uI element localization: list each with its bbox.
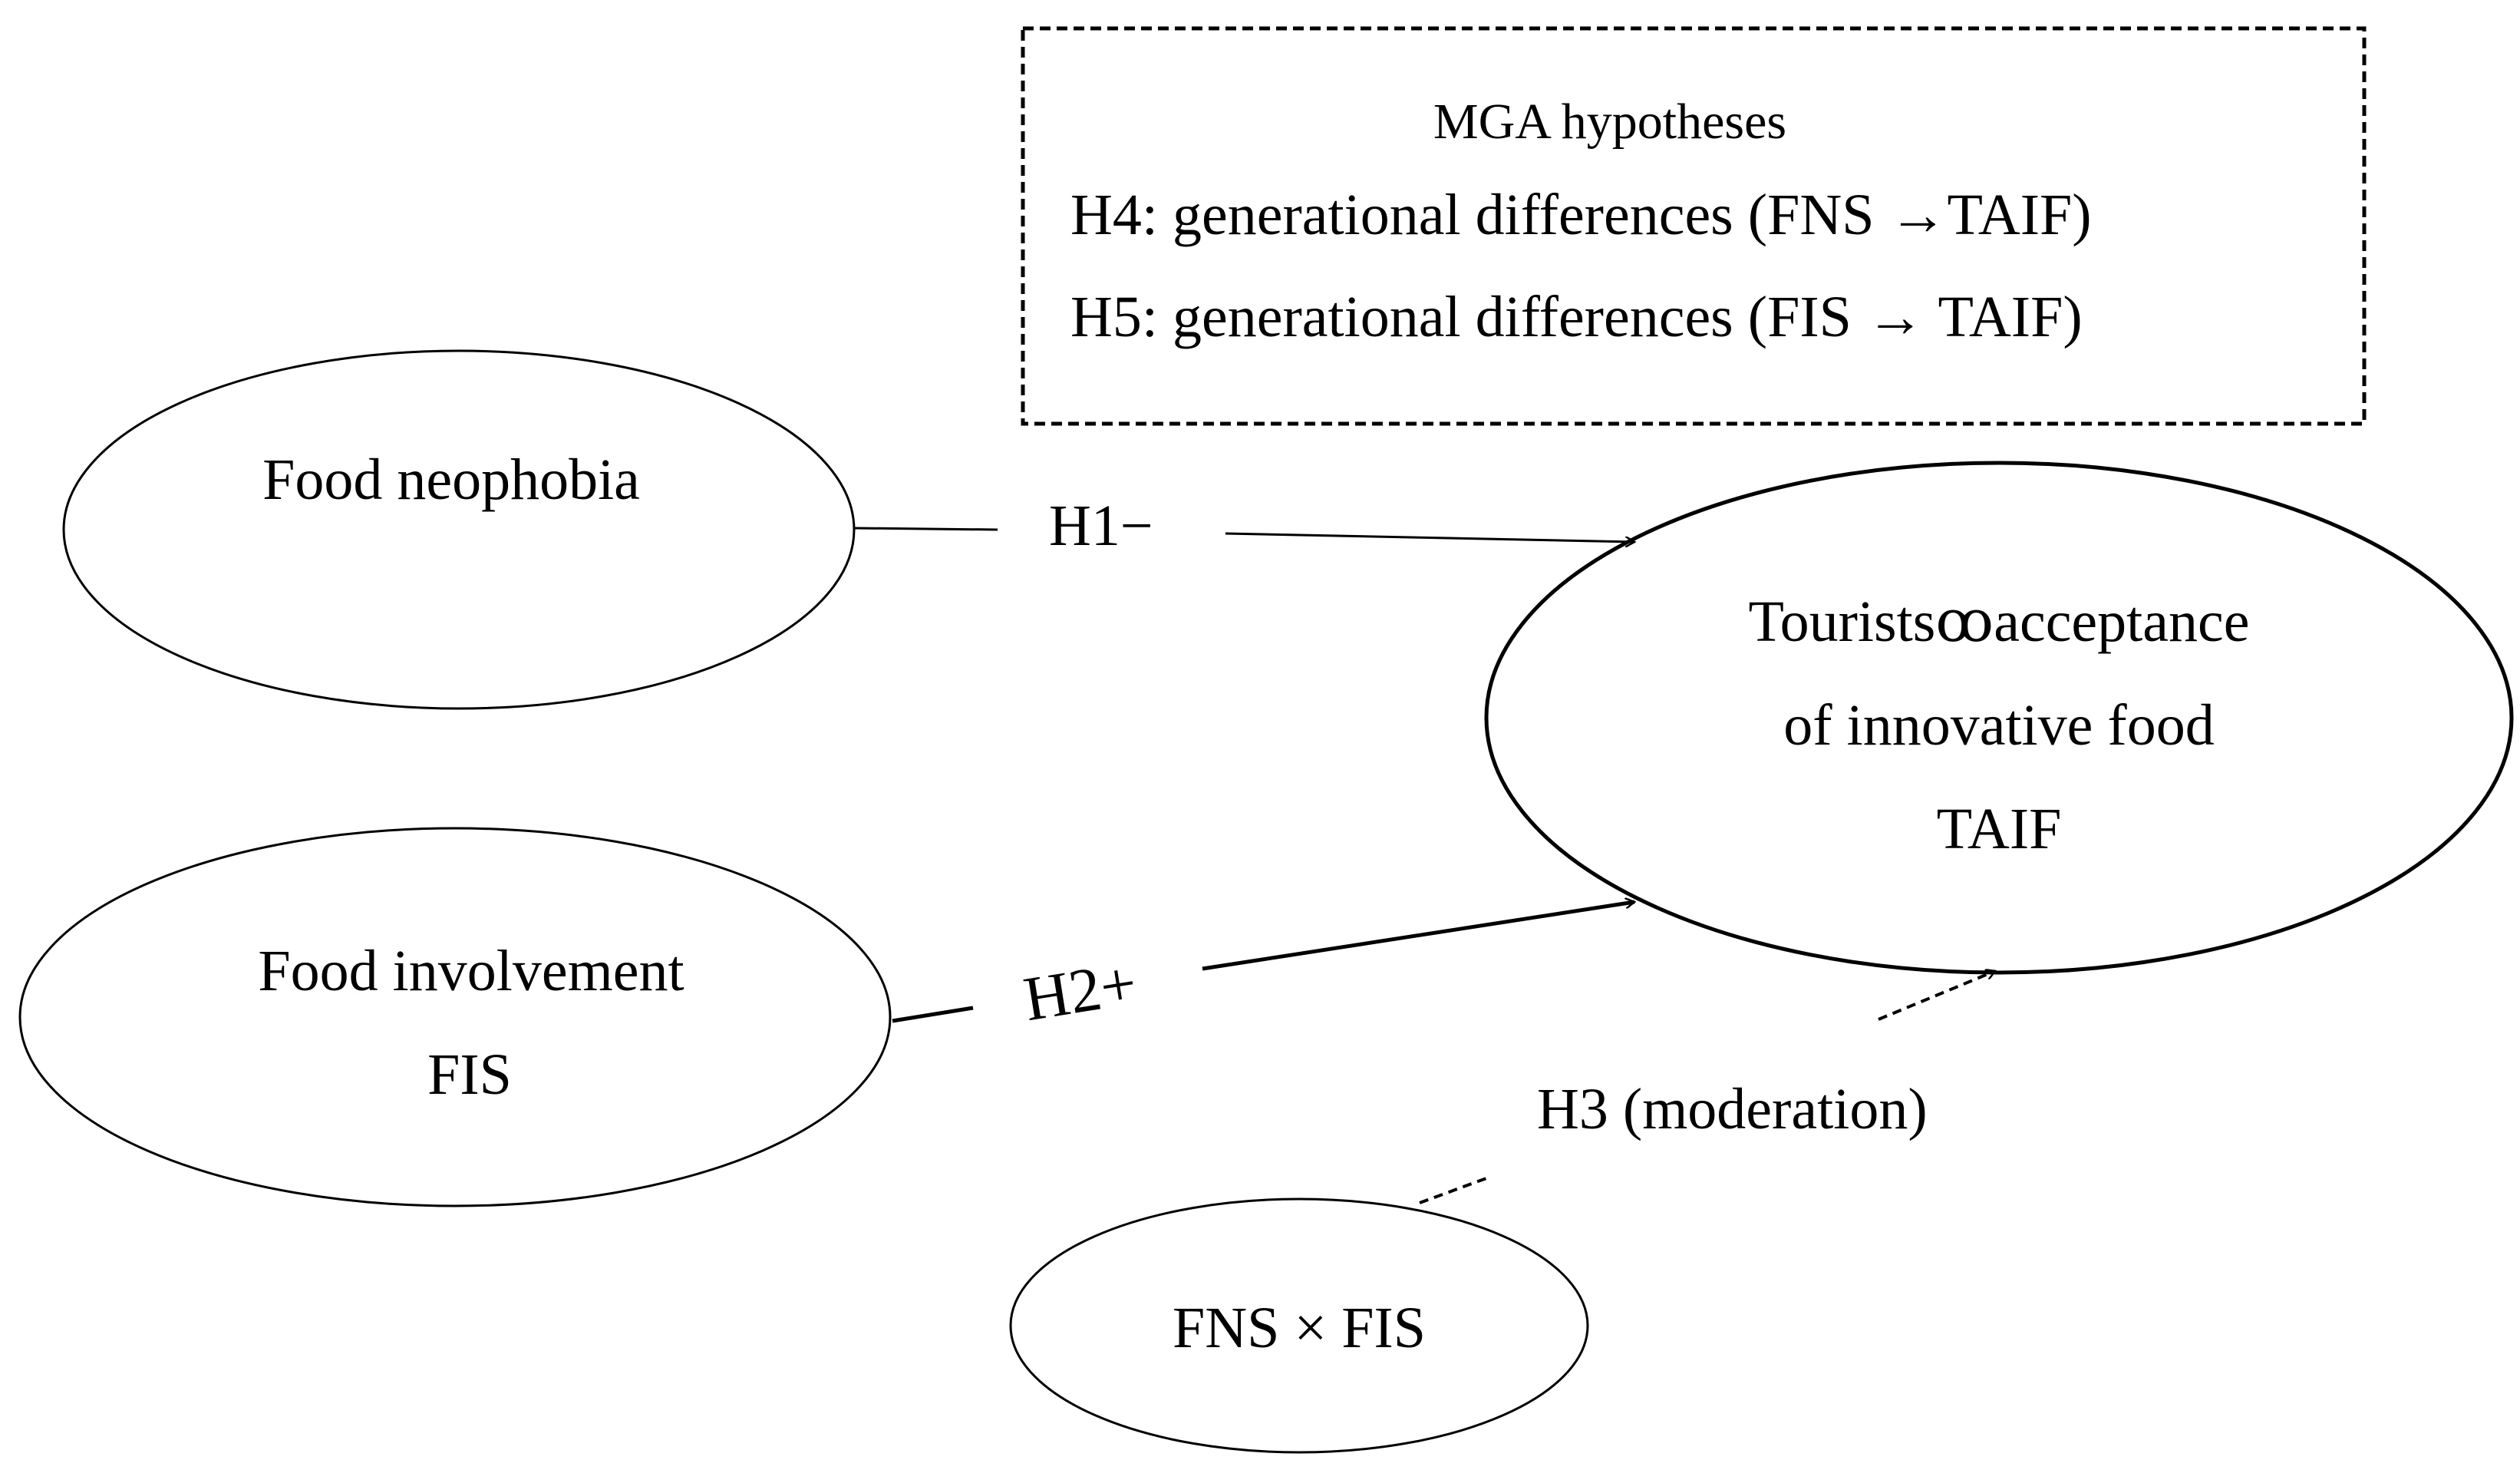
food-neophobia-ellipse	[62, 349, 856, 710]
food-involvement-node: Food involvement FIS	[18, 827, 892, 1207]
mga-box-border	[1021, 26, 2367, 426]
interaction-ellipse	[1009, 1197, 1589, 1454]
h2-line-segment-1	[892, 1006, 974, 1023]
h1-path: H1−	[854, 494, 1634, 558]
h1-arrow	[1225, 532, 1634, 542]
mga-hypothesis-h5: H5: generational differences (FIS → TAIF…	[1070, 285, 2083, 349]
h3-label: H3 (moderation)	[1537, 1077, 1928, 1141]
mga-hypothesis-h4: H4: generational differences (FNS →TAIF)	[1070, 183, 2092, 247]
taif-node: Touristsꝏacceptance of innovative food T…	[1484, 461, 2514, 975]
food-involvement-label: Food involvement	[258, 939, 684, 1003]
h3-arrow	[1878, 971, 1995, 1021]
taif-label-line3: TAIF	[1937, 797, 2062, 861]
taif-label-line1: Touristsꝏacceptance	[1749, 590, 2250, 654]
food-involvement-abbrev: FIS	[427, 1042, 512, 1107]
interaction-label: FNS × FIS	[1173, 1296, 1426, 1360]
h1-label: H1−	[1049, 494, 1153, 558]
food-neophobia-label: Food neophobia	[262, 448, 640, 512]
taif-label-line2: of innovative food	[1783, 693, 2214, 758]
h3-path: H3 (moderation)	[1419, 971, 1995, 1204]
food-neophobia-node: Food neophobia	[62, 349, 856, 710]
taif-ellipse	[1484, 461, 2514, 975]
mga-hypotheses-box: MGA hypotheses H4: generational differen…	[1021, 26, 2367, 426]
food-involvement-ellipse	[18, 827, 892, 1207]
mga-box-title: MGA hypotheses	[1433, 94, 1786, 150]
h2-label: H2+	[1019, 947, 1141, 1034]
h2-arrow	[1202, 902, 1634, 971]
h1-line-segment-1	[854, 527, 998, 531]
h3-line-segment-1	[1419, 1177, 1487, 1204]
h2-path: H2+	[892, 902, 1634, 1034]
interaction-node: FNS × FIS	[1009, 1197, 1589, 1454]
